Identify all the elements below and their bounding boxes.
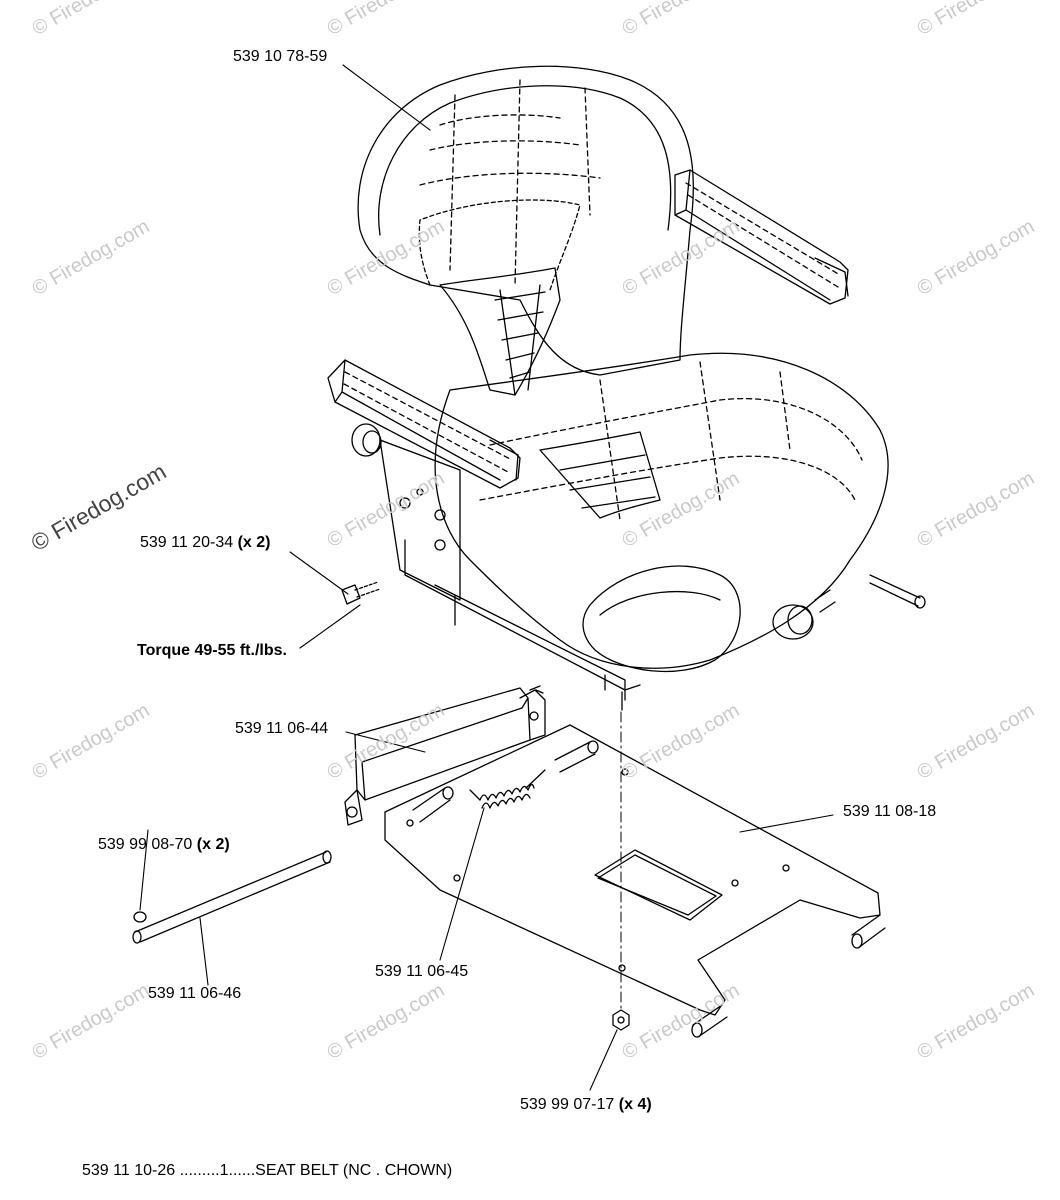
callout-torque: Torque 49-55 ft./lbs.: [137, 642, 287, 660]
quantity: (x 4): [618, 1096, 652, 1113]
callout-nut: 539 99 07-17 (x 4): [520, 1096, 652, 1114]
mount-plate: [384, 724, 886, 1038]
part-number: 539 10 78-59: [233, 48, 328, 65]
callout-slide-bracket: 539 11 06-44: [235, 720, 328, 738]
part-number: 539 11 20-34: [140, 534, 234, 551]
callout-seat: 539 10 78-59: [233, 48, 327, 66]
retaining-ring: [133, 911, 147, 923]
seat-cushion: [351, 352, 926, 673]
callout-rod: 539 11 06-46: [148, 985, 241, 1003]
part-number: 539 99 08-70: [98, 836, 193, 853]
part-description: SEAT BELT (NC . CHOWN): [255, 1162, 453, 1179]
quantity: (x 2): [196, 836, 230, 853]
seat-base-panel: [379, 439, 641, 711]
slide-bracket: [344, 685, 546, 826]
quantity: (x 2): [237, 534, 271, 551]
callout-ring: 539 99 08-70 (x 2): [98, 836, 230, 854]
leader-dots: ......: [228, 1162, 256, 1179]
hex-nut: [612, 1009, 630, 1031]
seat-back: [357, 65, 695, 396]
part-number: 539 11 06-46: [148, 985, 242, 1002]
part-number: 539 11 06-45: [375, 963, 469, 980]
part-number: 539 11 06-44: [235, 720, 329, 737]
callout-bolt: 539 11 20-34 (x 2): [140, 534, 270, 552]
leader-lines: [139, 64, 834, 1091]
hex-bolt: [341, 581, 381, 605]
rod: [132, 850, 332, 944]
parts-note: 539 11 10-26 .........1......SEAT BELT (…: [82, 1162, 452, 1180]
part-number: 539 99 07-17: [520, 1096, 615, 1113]
torque-spec: Torque 49-55 ft./lbs.: [137, 642, 287, 659]
part-number: 539 11 08-18: [843, 803, 937, 820]
leader-dots: .........: [179, 1162, 220, 1179]
left-armrest: [327, 359, 521, 489]
callout-mount-plate: 539 11 08-18: [843, 803, 936, 821]
right-armrest: [674, 169, 849, 305]
part-number: 539 11 10-26: [82, 1162, 176, 1179]
quantity: 1: [219, 1162, 229, 1179]
spring: [469, 769, 546, 809]
callout-spring: 539 11 06-45: [375, 963, 468, 981]
